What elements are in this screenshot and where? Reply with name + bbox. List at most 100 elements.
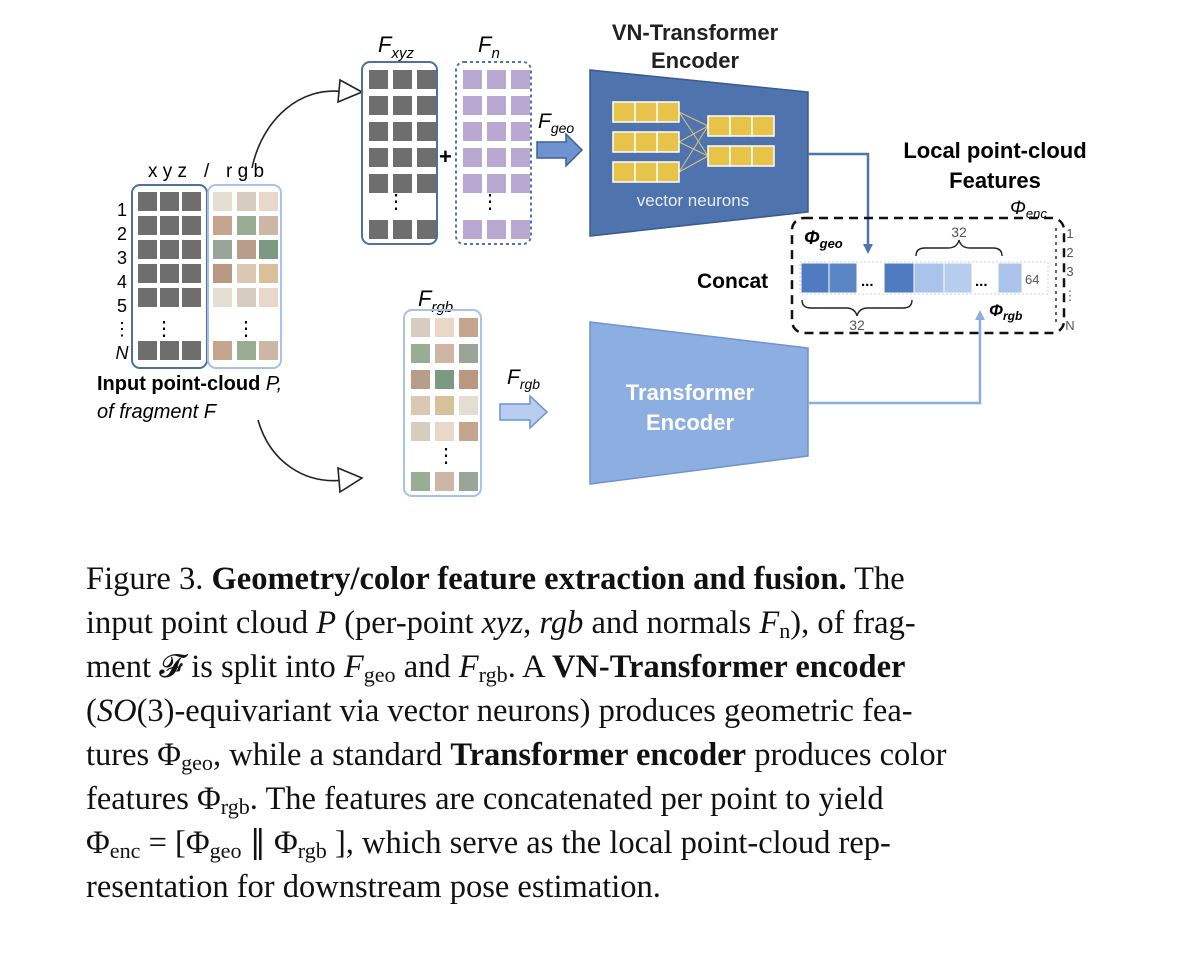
dim-32-top: 32 [951, 224, 967, 240]
brace-bottom [801, 299, 913, 317]
f-geo-label: Fgeo [538, 110, 574, 136]
f-rgb-cell [411, 472, 430, 491]
neuron-connection [678, 155, 709, 173]
rgb-cell [237, 192, 256, 211]
rgb-ellipsis: ... [975, 273, 988, 290]
output-row-indices: 123⋮N [1064, 226, 1077, 333]
neuron-cell [707, 145, 731, 167]
f-xyz-cell [393, 174, 412, 193]
rgb-cell [943, 262, 973, 294]
rgb-cell [913, 262, 945, 294]
f-rgb-cell [411, 344, 430, 363]
neuron-cell [612, 101, 636, 123]
rgb-cell [997, 262, 1023, 294]
xyz-cell [160, 240, 179, 259]
f-n-cell [511, 70, 530, 89]
geo-cell [828, 262, 858, 294]
f-n-label: Fn [478, 32, 500, 62]
neuron-cell [707, 115, 731, 137]
f-n-cell [511, 122, 530, 141]
rgb-cell [259, 341, 278, 360]
local-features-title-1: Local point-cloud [903, 138, 1086, 163]
rgb-cell [213, 264, 232, 283]
brace-top [915, 239, 1003, 257]
geo-cell [883, 262, 915, 294]
output-row-index: 3 [1066, 264, 1073, 279]
neuron-cell [751, 115, 775, 137]
f-rgb-cell [411, 370, 430, 389]
xyz-cell [182, 341, 201, 360]
f-xyz-cell [369, 174, 388, 193]
neuron-connection [678, 111, 709, 127]
phi-rgb-label: Φrgb [989, 301, 1022, 323]
f-xyz-cell [417, 220, 436, 239]
f-n-cell [487, 96, 506, 115]
xyz-cell [160, 192, 179, 211]
f-rgb-dots: ⋮ [436, 445, 456, 467]
f-xyz-cell [369, 122, 388, 141]
f-n-cell [487, 148, 506, 167]
rgb-cell [237, 264, 256, 283]
f-rgb-cell [411, 396, 430, 415]
rgb-cell [259, 192, 278, 211]
neuron-cell [612, 131, 636, 153]
phi-enc-frame [790, 216, 1066, 335]
rgb-cell [259, 216, 278, 235]
input-caption-line2: of fragment F [97, 401, 218, 423]
f-xyz-cell [369, 70, 388, 89]
vn-neurons-label: vector neurons [637, 191, 749, 210]
vn-encoder-title-1: VN-Transformer [612, 20, 779, 45]
xyz-cell [182, 192, 201, 211]
rgb-cell [237, 341, 256, 360]
neuron-cell [729, 145, 753, 167]
f-n-cell [463, 122, 482, 141]
local-features-title-2: Features [949, 168, 1041, 193]
xyz-cell [160, 264, 179, 283]
f-xyz-cell [369, 148, 388, 167]
f-geo-arrow [536, 132, 584, 168]
f-rgb-cell [459, 422, 478, 441]
f-xyz-cell [417, 148, 436, 167]
xyz-cell [138, 192, 157, 211]
f-xyz-frame [361, 61, 438, 245]
curved-arrow-up [251, 90, 346, 169]
rgb-cell [213, 288, 232, 307]
xyz-cell [182, 288, 201, 307]
concat-label: Concat [697, 270, 768, 293]
neuron-cell [729, 115, 753, 137]
xyz-cell [160, 288, 179, 307]
transformer-encoder-block [589, 321, 809, 485]
neuron-connection [678, 125, 709, 173]
phi-geo-label: Φgeo [804, 228, 843, 251]
output-row-index: 2 [1066, 245, 1073, 260]
f-xyz-cell [369, 96, 388, 115]
input-row-label: 3 [117, 248, 127, 268]
neuron-cell [634, 131, 658, 153]
transformer-output-arrow [808, 310, 985, 405]
xyz-cell [138, 341, 157, 360]
input-header-xyz: x y z [148, 161, 187, 182]
f-xyz-cell [369, 220, 388, 239]
f-rgb-frame [403, 309, 482, 497]
f-n-dots: ⋮ [480, 191, 500, 213]
vector-neurons [612, 101, 775, 183]
caption-title: Geometry/color feature extraction and fu… [211, 561, 847, 597]
input-header-slash: / [204, 161, 210, 182]
f-rgb-cell [411, 422, 430, 441]
input-row-label: N [116, 343, 130, 363]
f-xyz-cell [417, 96, 436, 115]
f-n-cell [463, 148, 482, 167]
transformer-title-2: Encoder [646, 410, 734, 435]
f-n-cell [511, 220, 530, 239]
output-row-index: 1 [1066, 226, 1073, 241]
input-row-label: 5 [117, 296, 127, 316]
rgb-cell [213, 216, 232, 235]
vn-encoder-block [589, 69, 809, 237]
rgb-cell [237, 216, 256, 235]
neuron-cell [634, 101, 658, 123]
curved-arrow-down [257, 419, 346, 482]
f-xyz-cells [369, 70, 436, 239]
